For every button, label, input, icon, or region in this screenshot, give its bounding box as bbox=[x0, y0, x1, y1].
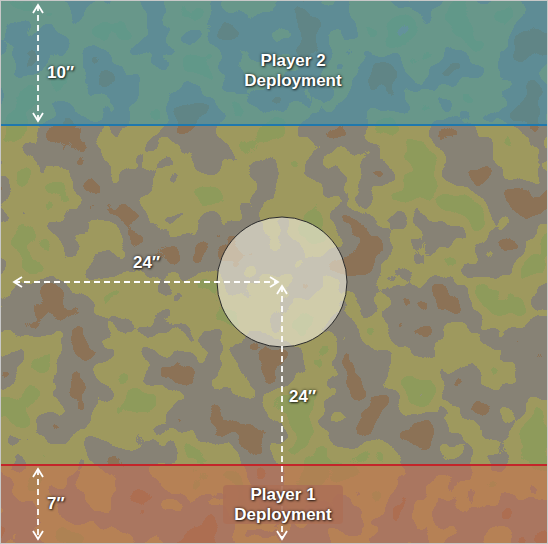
dimension-label: 24″ bbox=[133, 253, 160, 273]
zone-name: Player 2 Deployment bbox=[233, 51, 353, 89]
dimension-label: 7″ bbox=[47, 494, 65, 514]
deployment-zone bbox=[0, 465, 548, 544]
dimension-label: 10″ bbox=[47, 63, 74, 83]
dimension-arrow bbox=[37, 469, 39, 539]
zone-edge bbox=[0, 124, 548, 126]
dimension-arrows bbox=[14, 5, 282, 539]
zone-edge bbox=[0, 464, 548, 466]
dimension-arrow bbox=[37, 5, 39, 121]
deployment-zone-label: Player 1 Deployment bbox=[0, 465, 548, 544]
dimension-arrow bbox=[14, 281, 278, 283]
dimension-label: 24″ bbox=[289, 387, 316, 407]
zone-name: Player 1 Deployment bbox=[223, 485, 343, 523]
deployment-zone bbox=[0, 0, 548, 125]
deployment-zone-label: Player 2 Deployment bbox=[0, 0, 548, 125]
